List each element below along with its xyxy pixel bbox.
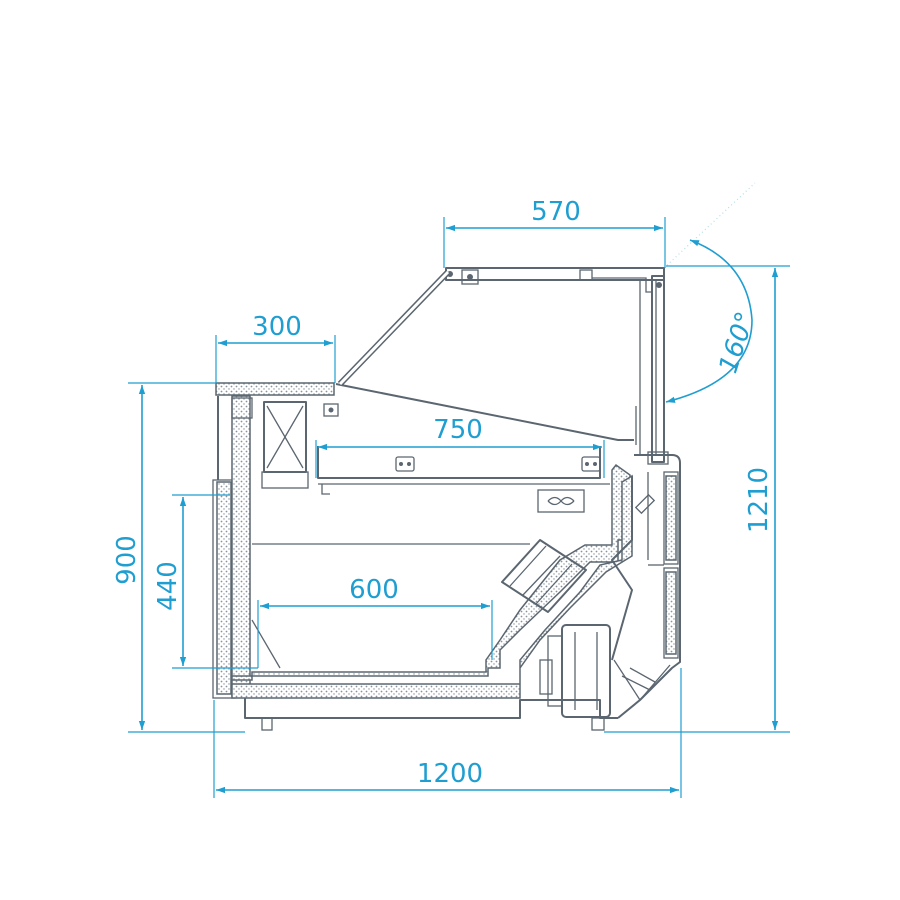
- floor-insulation: [231, 463, 631, 681]
- compressor-unit: [539, 624, 611, 718]
- dim-label-angle: 160°: [713, 308, 761, 377]
- bracket-small: [323, 403, 339, 417]
- top-canopy: [445, 267, 665, 456]
- tilted-basket: [501, 539, 587, 613]
- foot-right: [591, 717, 605, 731]
- dimension-600: 600: [257, 575, 493, 668]
- well-slope: [251, 619, 281, 669]
- dim-label-600: 600: [349, 575, 399, 605]
- dimension-440: 440: [153, 494, 258, 669]
- lower-insulation: [231, 474, 633, 699]
- dimension-900: 900: [112, 382, 245, 733]
- fan-unit: [537, 489, 585, 513]
- display-shelf: [317, 446, 610, 495]
- front-door: [216, 481, 232, 695]
- dim-label-900: 900: [112, 535, 142, 585]
- dim-label-1210: 1210: [744, 467, 774, 533]
- dimension-angle-160: 160°: [663, 182, 761, 403]
- top-shelf: [215, 382, 335, 396]
- dimension-750: 750: [315, 415, 605, 478]
- dim-label-1200: 1200: [417, 759, 483, 789]
- evaporator-unit: [261, 401, 309, 489]
- foot-left: [261, 717, 273, 731]
- dimension-1200: 1200: [213, 668, 682, 798]
- right-back-wall: [611, 454, 681, 719]
- left-wall-insulation: [231, 395, 251, 697]
- display-slope: [335, 383, 634, 441]
- dim-label-750: 750: [433, 415, 483, 445]
- cabinet-body: [212, 267, 681, 731]
- dim-label-440: 440: [153, 561, 183, 611]
- dimension-300: 300: [215, 312, 336, 383]
- left-bracket: [231, 397, 253, 419]
- rear-glass-post: [635, 275, 669, 465]
- dim-label-300: 300: [252, 312, 302, 342]
- dimension-570: 570: [443, 197, 666, 268]
- dim-label-570: 570: [531, 197, 581, 227]
